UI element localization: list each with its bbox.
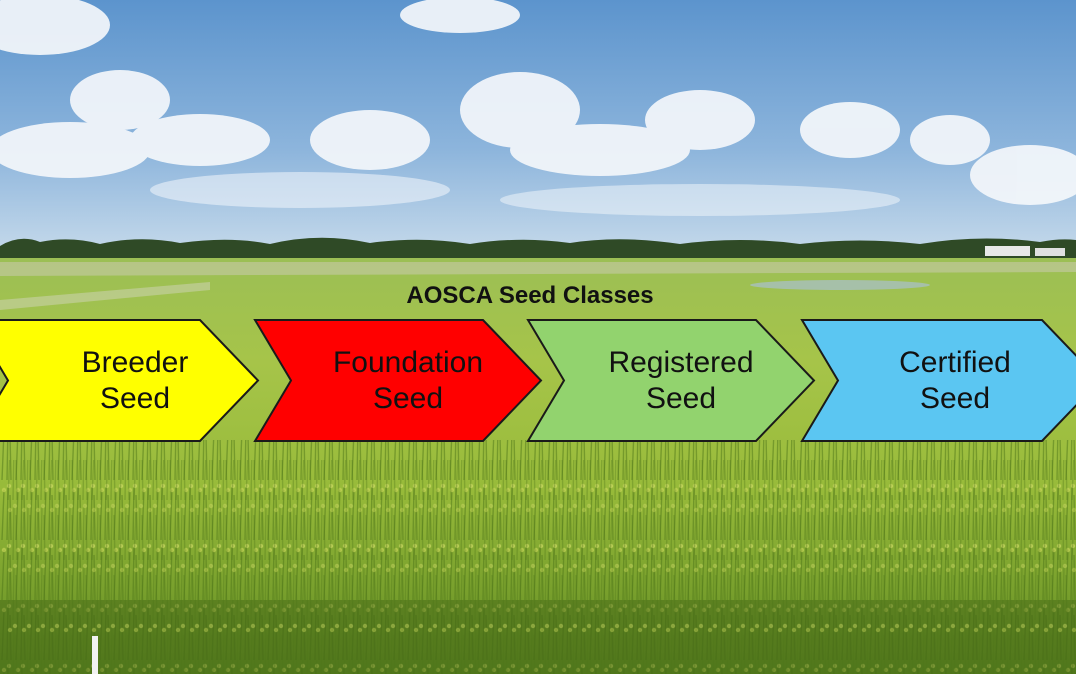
stage-foundation-label: Foundation Seed [298,343,518,419]
stage-certified-label: Certified Seed [845,343,1065,419]
stage-breeder-label: Breeder Seed [25,343,245,419]
stage-certified-chevron [800,319,1076,442]
stage-breeder-line2: Seed [99,382,171,415]
stage-registered-label: Registered Seed [571,343,791,419]
stage-foundation-chevron [253,319,543,442]
stage-foundation-line2: Seed [372,382,444,415]
stage-breeder-line1: Breeder [81,346,189,379]
clouds [0,0,1076,216]
stage-breeder-chevron [0,319,260,442]
stage-certified-line2: Seed [919,382,991,415]
stage-registered-line2: Seed [645,382,717,415]
seed-class-flow [0,319,1076,442]
stage-registered-chevron [526,319,816,442]
stage-certified-line1: Certified [899,346,1011,379]
stage-foundation-line1: Foundation [332,346,484,379]
diagram-title: AOSCA Seed Classes [406,282,654,309]
stage-registered-line1: Registered [608,346,754,379]
